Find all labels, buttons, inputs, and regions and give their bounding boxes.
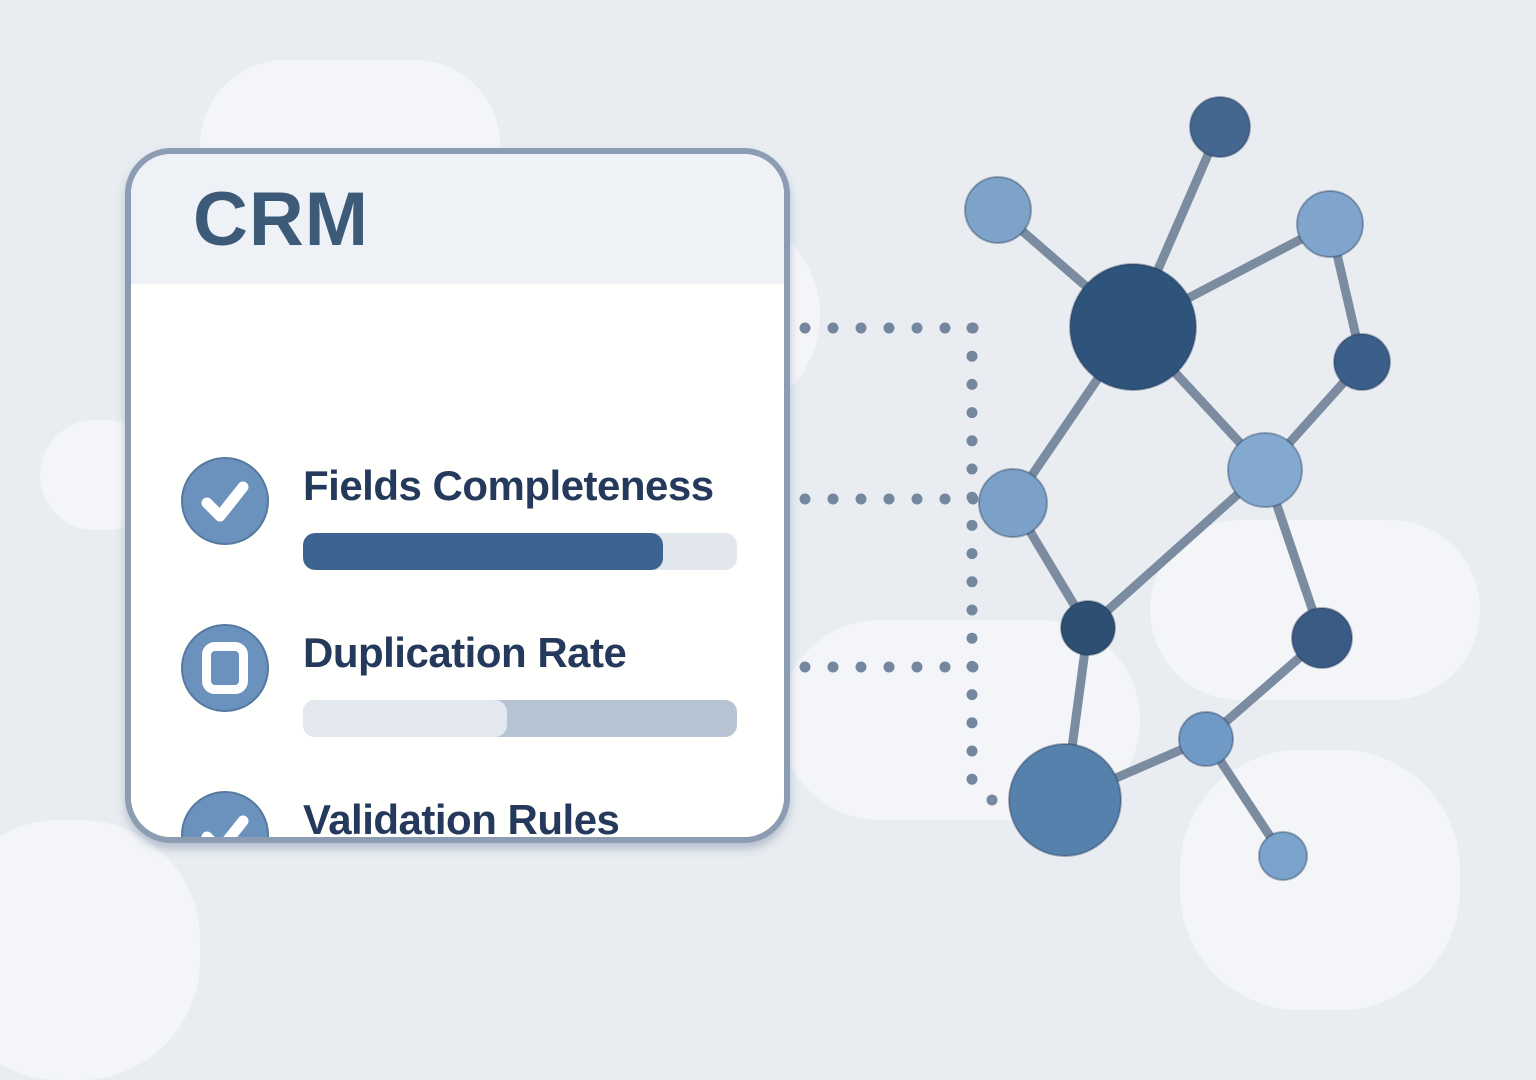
graph-node-n-left — [964, 176, 1032, 244]
connector-dot — [883, 661, 895, 673]
connector-dot — [911, 322, 923, 334]
connector-dot — [827, 322, 839, 334]
network-graph — [799, 96, 1391, 881]
metric-row: Duplication Rate — [131, 624, 784, 774]
connector-dot — [799, 661, 811, 673]
graph-edge — [1083, 465, 1270, 633]
connector-dot — [986, 794, 998, 806]
connector-dot — [966, 604, 978, 616]
connector-dot — [799, 322, 811, 334]
progress-fill — [303, 700, 507, 737]
connector-dot — [855, 493, 867, 505]
connector-dot — [966, 435, 978, 447]
connector-dot — [883, 493, 895, 505]
connector-dot — [827, 493, 839, 505]
connector-dot — [966, 689, 978, 701]
connector-dot — [911, 493, 923, 505]
metric-row: Validation Rules — [131, 791, 784, 843]
square-glyph — [202, 642, 248, 694]
connector-dot — [966, 463, 978, 475]
connector-dot — [966, 407, 978, 419]
connector-dot — [966, 660, 978, 672]
graph-node-hub2 — [1008, 743, 1122, 857]
background-blob — [1180, 750, 1460, 1010]
connector-dot — [883, 322, 895, 334]
checkmark-glyph — [201, 481, 249, 522]
graph-node-n-mid — [1227, 432, 1303, 508]
connector-dot — [966, 745, 978, 757]
check-circle-icon — [181, 457, 269, 545]
progress-fill — [303, 533, 664, 570]
connector-dot — [966, 632, 978, 644]
connector-dot — [799, 493, 811, 505]
graph-node-n-top — [1189, 96, 1251, 158]
connector-dot — [966, 491, 978, 503]
graph-node-n-right — [1333, 333, 1391, 391]
crm-card-header: CRM — [131, 154, 784, 284]
progress-bar — [303, 700, 737, 737]
connector-dot — [966, 322, 978, 334]
connector-dot — [966, 773, 978, 785]
metric-label: Validation Rules — [303, 796, 620, 843]
connector-dot — [911, 661, 923, 673]
graph-node-n-navy — [1060, 600, 1116, 656]
connector-dot — [939, 493, 951, 505]
connector-dot — [966, 378, 978, 390]
metric-label: Fields Completeness — [303, 462, 714, 509]
connector-dot — [966, 519, 978, 531]
square-circle-icon — [181, 624, 269, 712]
progress-bar — [303, 533, 737, 570]
crm-card-body: Fields Completeness Duplication Rate — [131, 284, 784, 837]
graph-node-n-west — [978, 468, 1048, 538]
connector-dot — [966, 576, 978, 588]
graph-node-hub — [1069, 263, 1197, 391]
connector-dot — [939, 661, 951, 673]
connector-dot — [827, 661, 839, 673]
crm-card: CRM Fields Completeness Duplication Ra — [125, 148, 790, 843]
check-circle-icon — [181, 791, 269, 837]
connector-dot — [966, 717, 978, 729]
connector-dot — [966, 350, 978, 362]
metric-row: Fields Completeness — [131, 457, 784, 607]
checkmark-glyph — [201, 815, 249, 837]
card-title: CRM — [193, 177, 370, 262]
connector-dot — [855, 661, 867, 673]
graph-node-n-south-mid — [1178, 711, 1234, 767]
connector-dot — [855, 322, 867, 334]
graph-node-n-small — [1258, 831, 1308, 881]
connector-dot — [939, 322, 951, 334]
graph-node-n-upper-right — [1296, 190, 1364, 258]
connector-dot — [966, 548, 978, 560]
metric-label: Duplication Rate — [303, 629, 627, 676]
graph-node-n-east — [1291, 607, 1353, 669]
